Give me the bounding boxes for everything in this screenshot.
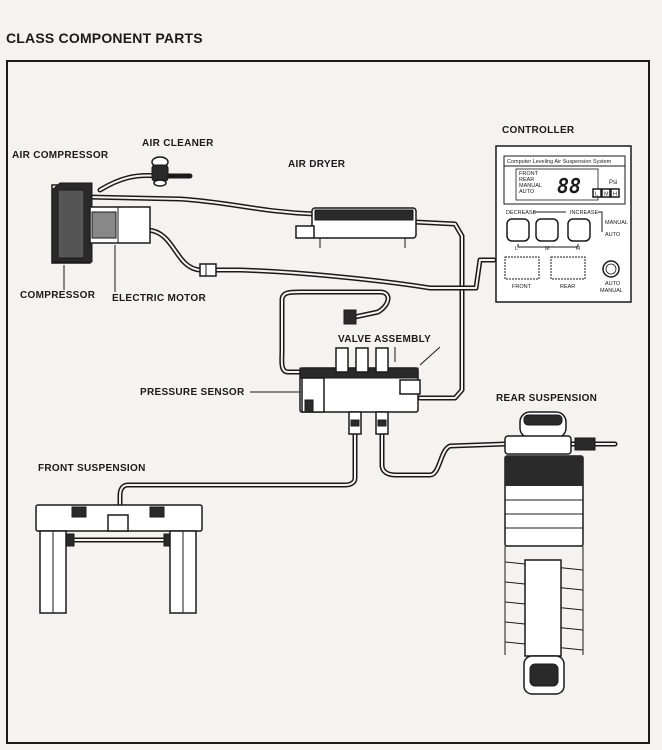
- label-electric-motor: ELECTRIC MOTOR: [112, 293, 206, 304]
- auto-manual-label-1: AUTO: [605, 281, 621, 287]
- label-front-suspension: FRONT SUSPENSION: [38, 463, 146, 474]
- pressure-readout: 88: [557, 174, 581, 198]
- diagram-frame: [6, 60, 650, 744]
- decrease-label: DECREASE: [506, 210, 537, 216]
- controller: Computer Leveling Air Suspension System …: [495, 145, 632, 303]
- page-title: CLASS COMPONENT PARTS: [6, 30, 203, 46]
- controller-display: [503, 155, 626, 205]
- mode-manual: MANUAL: [519, 183, 542, 189]
- mode-rear: REAR: [519, 177, 534, 183]
- scale-m: M: [545, 246, 550, 252]
- label-valve-assembly: VALVE ASSEMBLY: [338, 334, 431, 345]
- label-compressor: COMPRESSOR: [20, 290, 96, 301]
- air-compressor-unit: [51, 182, 151, 264]
- level-key-m: M: [604, 192, 609, 198]
- level-key-h: H: [613, 192, 617, 198]
- scale-l: L: [515, 246, 518, 252]
- callout-lines: [63, 245, 441, 393]
- valve-outlet-fittings: [348, 411, 389, 435]
- line-connector: [199, 263, 217, 277]
- front-suspension: [35, 504, 203, 614]
- label-air-dryer: AIR DRYER: [288, 159, 346, 170]
- increase-label: INCREASE: [570, 210, 598, 216]
- increase-button[interactable]: [567, 218, 591, 242]
- auto-manual-label-2: MANUAL: [600, 288, 623, 294]
- rear-button[interactable]: [550, 256, 586, 280]
- front-button[interactable]: [504, 256, 540, 280]
- auto-manual-switch[interactable]: [602, 260, 620, 278]
- air-cleaner: [151, 156, 169, 187]
- auto-label: AUTO: [605, 232, 621, 238]
- level-select-button[interactable]: [535, 218, 559, 242]
- mode-auto: AUTO: [519, 189, 535, 195]
- system-name: Computer Leveling Air Suspension System: [507, 159, 612, 165]
- label-air-cleaner: AIR CLEANER: [142, 138, 214, 149]
- air-dryer: [295, 207, 417, 248]
- label-air-compressor: AIR COMPRESSOR: [12, 150, 109, 161]
- decrease-button[interactable]: [506, 218, 530, 242]
- rear-suspension: [504, 411, 596, 695]
- scale-h: H: [576, 246, 580, 252]
- manual-label: MANUAL: [605, 220, 628, 226]
- mode-front: FRONT: [519, 171, 539, 177]
- pressure-unit: Psi: [609, 180, 617, 186]
- compressor-cylinder: [57, 189, 85, 259]
- valve-assembly: [299, 309, 421, 413]
- rear-button-label: REAR: [560, 284, 575, 290]
- label-controller: CONTROLLER: [502, 125, 575, 136]
- level-key-l: L: [595, 192, 598, 198]
- label-pressure-sensor: PRESSURE SENSOR: [140, 387, 245, 398]
- label-rear-suspension: REAR SUSPENSION: [496, 393, 597, 404]
- front-button-label: FRONT: [512, 284, 532, 290]
